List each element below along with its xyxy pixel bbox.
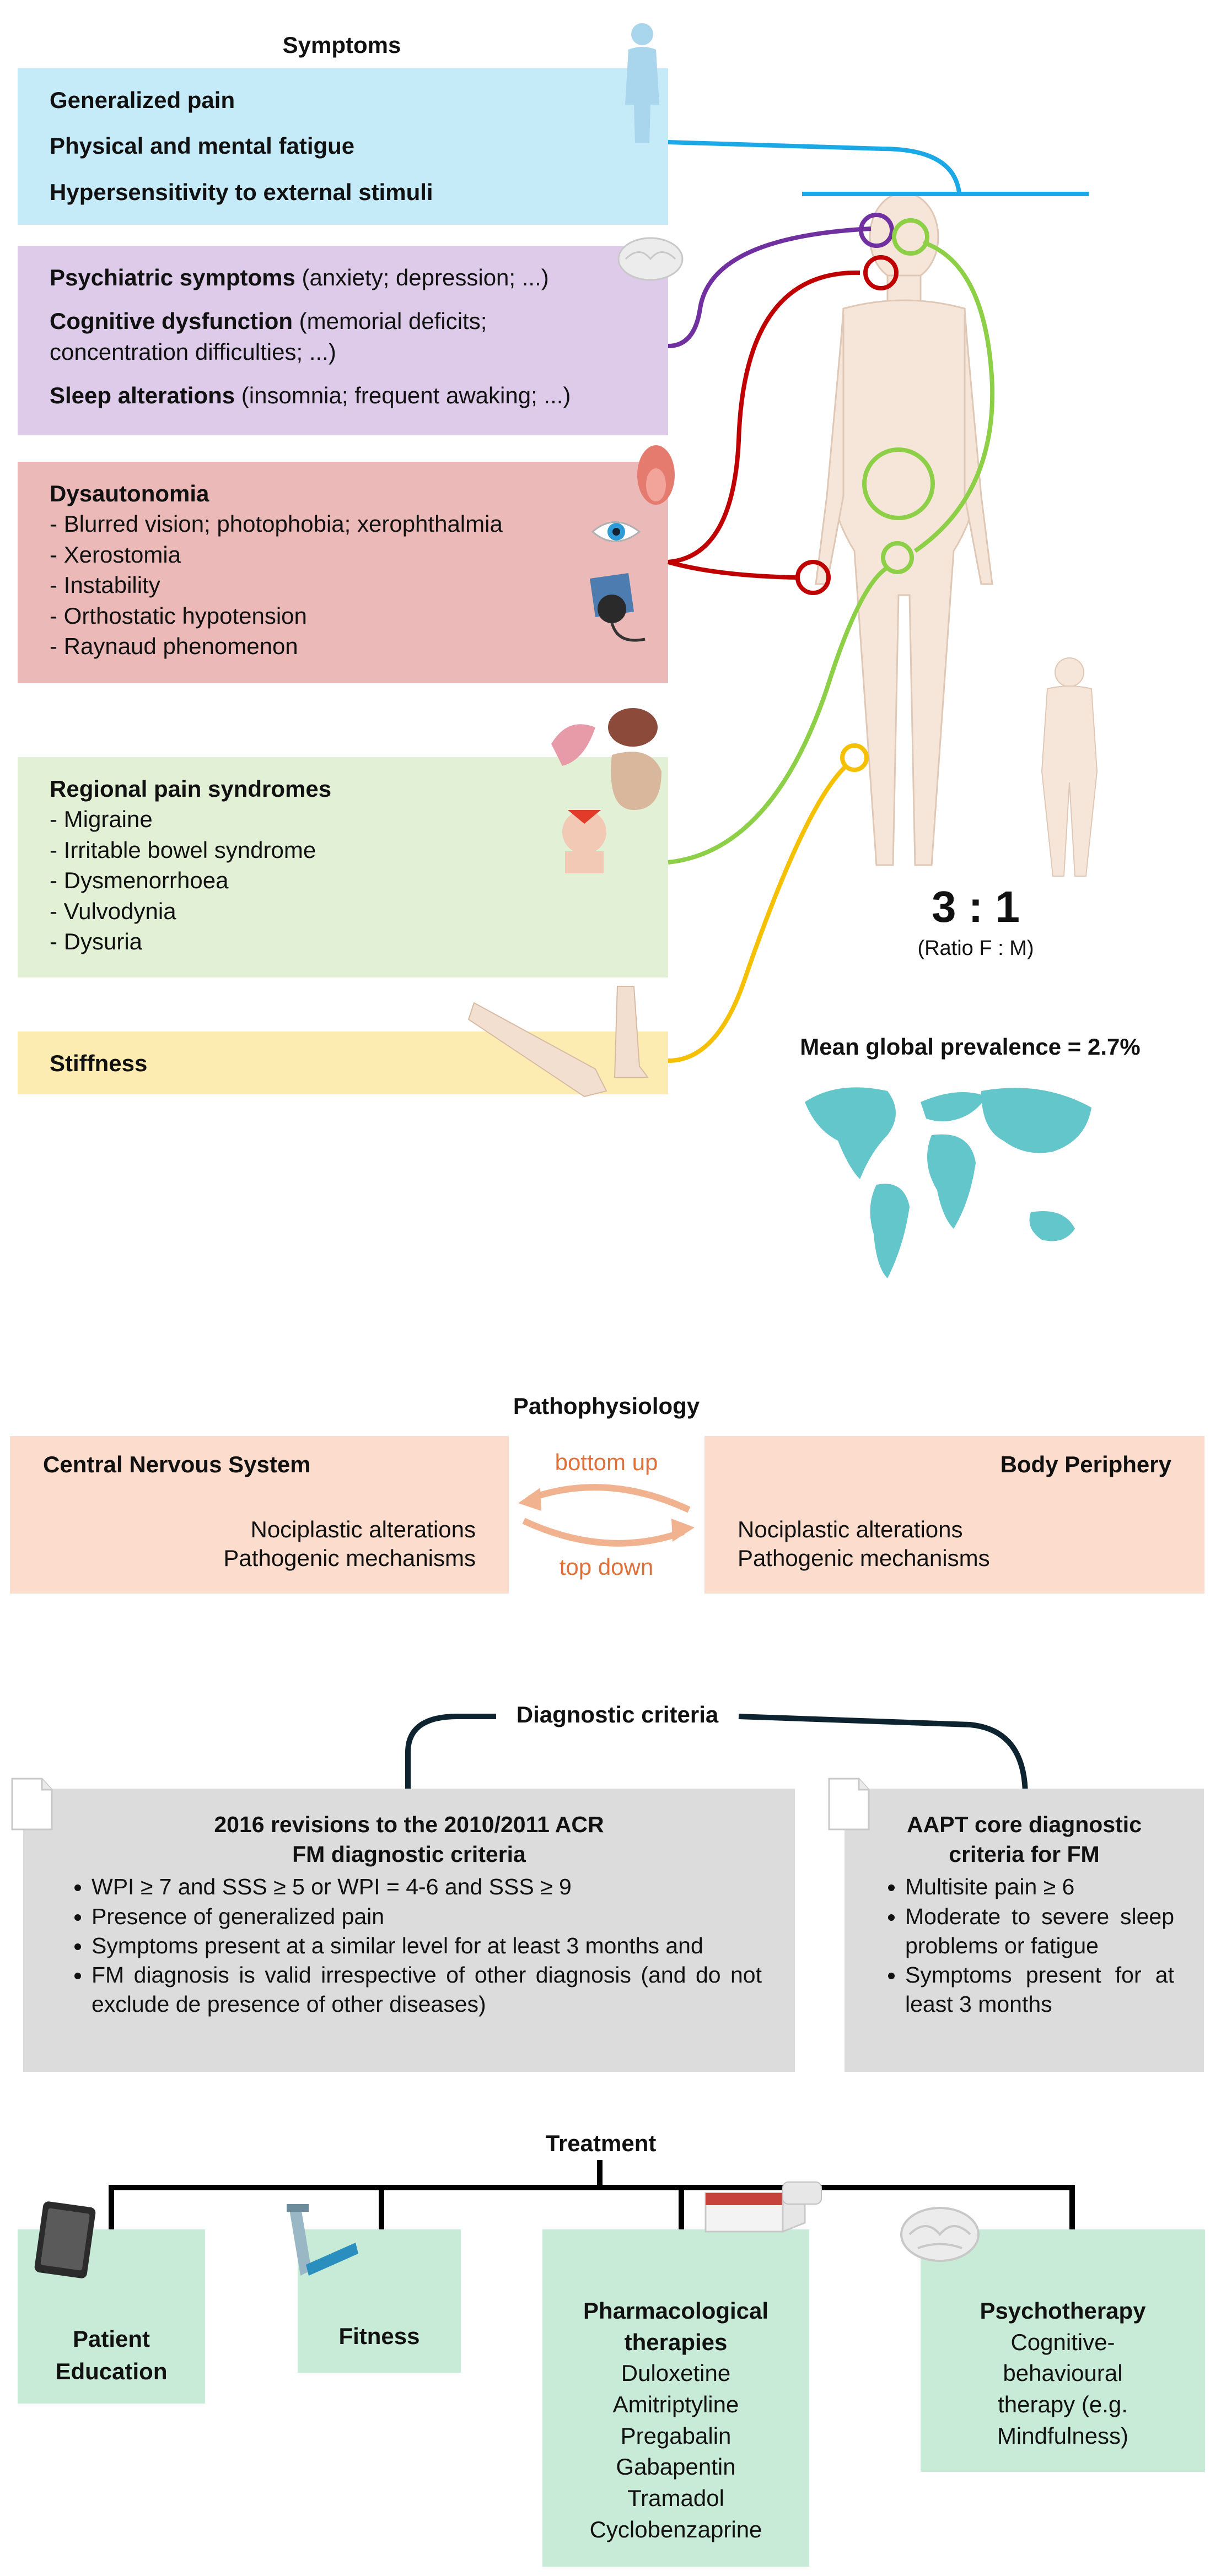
drug-item: Gabapentin (616, 2454, 736, 2480)
brain-icon (617, 237, 684, 281)
regional-pain-item: - Dysuria (50, 928, 143, 955)
diagnostic-title: Diagnostic criteria (516, 1702, 719, 1727)
regional-pain-item: - Migraine (50, 806, 153, 833)
dysautonomia-item: - Raynaud phenomenon (50, 633, 298, 660)
periphery-box: Body Periphery Nociplastic alterations P… (704, 1436, 1204, 1594)
dysautonomia-title: Dysautonomia (50, 480, 209, 506)
document-icon (828, 1778, 870, 1830)
dysautonomia-box: Dysautonomia - Blurred vision; photophob… (18, 462, 668, 683)
treatment-tree-connector (109, 2160, 1075, 2232)
patient-education-label: Education (55, 2358, 168, 2384)
cns-title: Central Nervous System (43, 1451, 311, 1477)
symptom-fatigue: Physical and mental fatigue (50, 133, 355, 159)
regional-pain-title: Regional pain syndromes (50, 776, 332, 802)
pharmacological-subtitle: therapies (624, 2329, 728, 2355)
eye-icon (591, 521, 641, 542)
bidirectional-arrows (518, 1484, 695, 1547)
acr-criterion: Presence of generalized pain (92, 1902, 762, 1931)
organs-icon (551, 708, 661, 810)
periphery-title: Body Periphery (1000, 1451, 1171, 1477)
psychotherapy-line: Mindfulness) (997, 2422, 1129, 2449)
dysautonomia-item: - Xerostomia (50, 541, 181, 568)
top-down-arrow (522, 1517, 685, 1547)
pathophysiology-title: Pathophysiology (513, 1393, 700, 1419)
blood-pressure-monitor-icon (590, 573, 646, 642)
psychotherapy-line: behavioural (1003, 2360, 1123, 2386)
cognitive-dysfunction: Cognitive dysfunction (memorial deficits… (50, 308, 487, 365)
psychiatric-symptoms: Psychiatric symptoms (anxiety; depressio… (50, 264, 549, 290)
drug-item: Cyclobenzaprine (589, 2516, 762, 2542)
cns-box: Central Nervous System Nociplastic alter… (10, 1436, 509, 1594)
periphery-line: Nociplastic alterations (738, 1516, 963, 1542)
aapt-criterion: Moderate to severe sleep problems or fat… (905, 1902, 1174, 1961)
symptoms-title: Symptoms (282, 32, 401, 58)
aapt-criterion: Multisite pain ≥ 6 (905, 1872, 1174, 1902)
drug-item: Amitriptyline (612, 2391, 739, 2418)
sex-ratio-label: (Ratio F : M) (917, 937, 1034, 960)
drug-item: Pregabalin (620, 2422, 731, 2449)
person-silhouette-icon (625, 23, 659, 143)
global-prevalence: Mean global prevalence = 2.7% (800, 1034, 1141, 1060)
aapt-criteria-box: AAPT core diagnostic criteria for FM Mul… (845, 1789, 1204, 2072)
cns-line: Pathogenic mechanisms (223, 1545, 476, 1571)
tongue-icon (637, 445, 675, 505)
top-down-label: top down (559, 1554, 654, 1580)
psychotherapy-box: Psychotherapy Cognitive- behavioural the… (921, 2229, 1205, 2472)
acr-criteria-list: WPI ≥ 7 and SSS ≥ 5 or WPI = 4-6 and SSS… (56, 1872, 762, 2019)
fitness-box: Fitness (298, 2229, 461, 2373)
regional-pain-item: - Dysmenorrhoea (50, 867, 229, 894)
acr-criterion: FM diagnosis is valid irrespective of ot… (92, 1961, 762, 2019)
aapt-criteria-list: Multisite pain ≥ 6 Moderate to severe sl… (874, 1872, 1174, 2019)
general-symptoms-box: Generalized pain Physical and mental fat… (18, 68, 668, 225)
drug-item: Tramadol (627, 2485, 724, 2512)
acr-title: 2016 revisions to the 2010/2011 ACR (214, 1812, 604, 1837)
dysautonomia-item: - Instability (50, 572, 160, 598)
acr-criterion: WPI ≥ 7 and SSS ≥ 5 or WPI = 4-6 and SSS… (92, 1872, 762, 1902)
aapt-criterion: Symptoms present for at least 3 months (905, 1961, 1174, 2019)
drug-item: Duloxetine (621, 2360, 731, 2386)
bottom-up-label: bottom up (555, 1449, 658, 1475)
stiffness-label: Stiffness (50, 1050, 148, 1076)
document-icon (11, 1778, 53, 1830)
pharmacological-box: Pharmacological therapies Duloxetine Ami… (542, 2229, 809, 2567)
regional-pain-box: Regional pain syndromes - Migraine - Irr… (18, 757, 668, 978)
sex-ratio-value: 3 : 1 (931, 882, 1020, 931)
brain-icon (900, 2207, 980, 2262)
symptom-illustration-layer (467, 23, 1098, 1098)
sleep-alterations: Sleep alterations (insomnia; frequent aw… (50, 382, 571, 409)
periphery-line: Pathogenic mechanisms (738, 1545, 990, 1571)
world-map-icon (805, 1087, 1091, 1278)
migraine-head-icon (562, 810, 606, 873)
acr-criterion: Symptoms present at a similar level for … (92, 1931, 762, 1961)
male-body-figure (1041, 657, 1098, 877)
medication-box-icon (704, 2181, 822, 2233)
regional-pain-item: - Irritable bowel syndrome (50, 836, 316, 863)
treadmill-icon (287, 2204, 358, 2276)
symptom-generalized-pain: Generalized pain (50, 87, 235, 113)
acr-subtitle: FM diagnostic criteria (292, 1841, 526, 1867)
regional-pain-item: - Vulvodynia (50, 898, 176, 924)
symptom-hypersensitivity: Hypersensitivity to external stimuli (50, 179, 433, 205)
diagnostic-connector (405, 1714, 1028, 1797)
pharmacological-title: Pharmacological (583, 2298, 769, 2324)
bottom-up-arrow (528, 1484, 691, 1513)
acr-criteria-box: 2016 revisions to the 2010/2011 ACR FM d… (23, 1789, 795, 2072)
dysautonomia-item: - Orthostatic hypotension (50, 602, 307, 629)
aapt-subtitle: criteria for FM (949, 1841, 1100, 1867)
dysautonomia-item: - Blurred vision; photophobia; xerophtha… (50, 511, 503, 537)
female-body-figure (815, 192, 993, 866)
fitness-label: Fitness (338, 2323, 420, 2349)
psychiatric-box: Psychiatric symptoms (anxiety; depressio… (18, 246, 668, 435)
psychotherapy-line: Cognitive- (1010, 2329, 1115, 2355)
treatment-title: Treatment (545, 2130, 657, 2156)
patient-education-label: Patient (72, 2326, 150, 2352)
psychotherapy-line: therapy (e.g. (998, 2391, 1128, 2418)
aapt-title: AAPT core diagnostic (906, 1812, 1142, 1837)
tablet-device-icon (34, 2201, 96, 2278)
bottom-up-arrowhead (518, 1488, 541, 1511)
cns-line: Nociplastic alterations (250, 1516, 476, 1542)
psychotherapy-title: Psychotherapy (980, 2298, 1146, 2324)
limb-icon (467, 986, 649, 1098)
top-down-arrowhead (671, 1519, 695, 1542)
